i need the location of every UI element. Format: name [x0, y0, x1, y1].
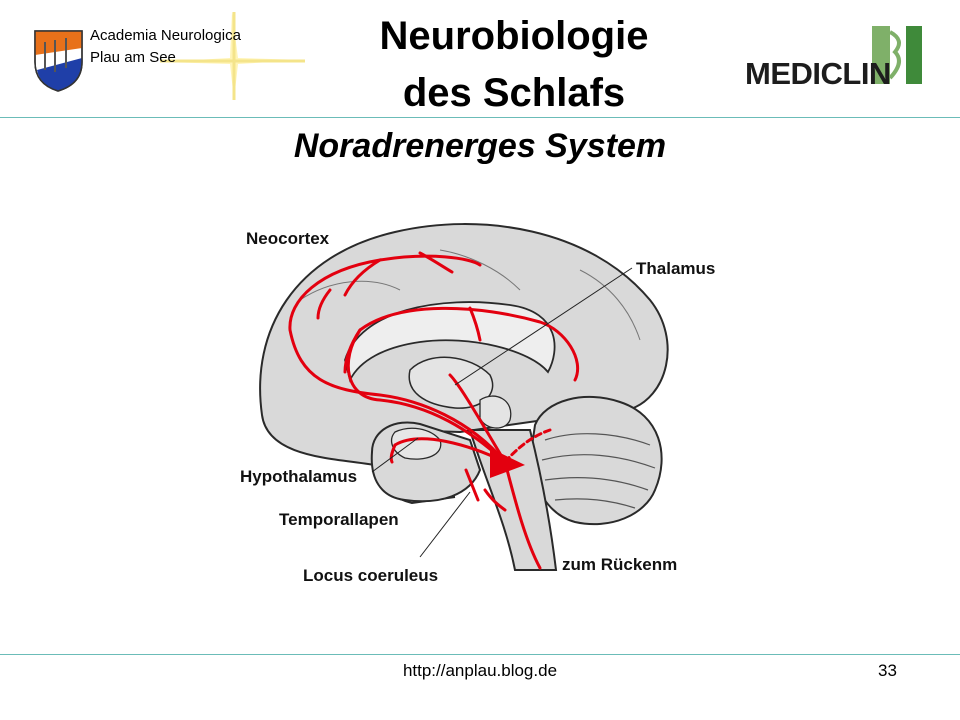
label-hypothalamus: Hypothalamus: [240, 467, 358, 486]
sparkle-decoration: [160, 12, 305, 100]
cerebellum: [528, 395, 663, 526]
slide-subtitle: Noradrenerges System: [293, 127, 667, 165]
label-zum-rueckenm: zum Rückenm: [562, 555, 678, 574]
header-divider: [0, 117, 960, 118]
locus-coeruleus-marker: [490, 448, 525, 478]
crest-logo: [34, 30, 83, 92]
label-temporallapen: Temporallapen: [279, 510, 399, 529]
mediclin-brand-text: MEDICLIN: [745, 56, 891, 91]
mediclin-logo-mark: [872, 26, 922, 84]
label-neocortex: Neocortex: [246, 229, 330, 248]
footer-divider: [0, 654, 960, 655]
label-thalamus: Thalamus: [636, 259, 716, 278]
slide-title-line2: des Schlafs: [402, 71, 626, 115]
page-number: 33: [878, 661, 897, 680]
corpus-callosum: [344, 301, 556, 383]
footer-url: http://anplau.blog.de: [402, 661, 558, 680]
slide-title-line1: Neurobiologie: [379, 14, 649, 58]
org-location: Plau am See: [90, 49, 176, 66]
org-name: Academia Neurologica: [90, 27, 241, 44]
label-locus-coeruleus: Locus coeruleus: [303, 566, 439, 585]
brain-diagram: [259, 223, 669, 571]
